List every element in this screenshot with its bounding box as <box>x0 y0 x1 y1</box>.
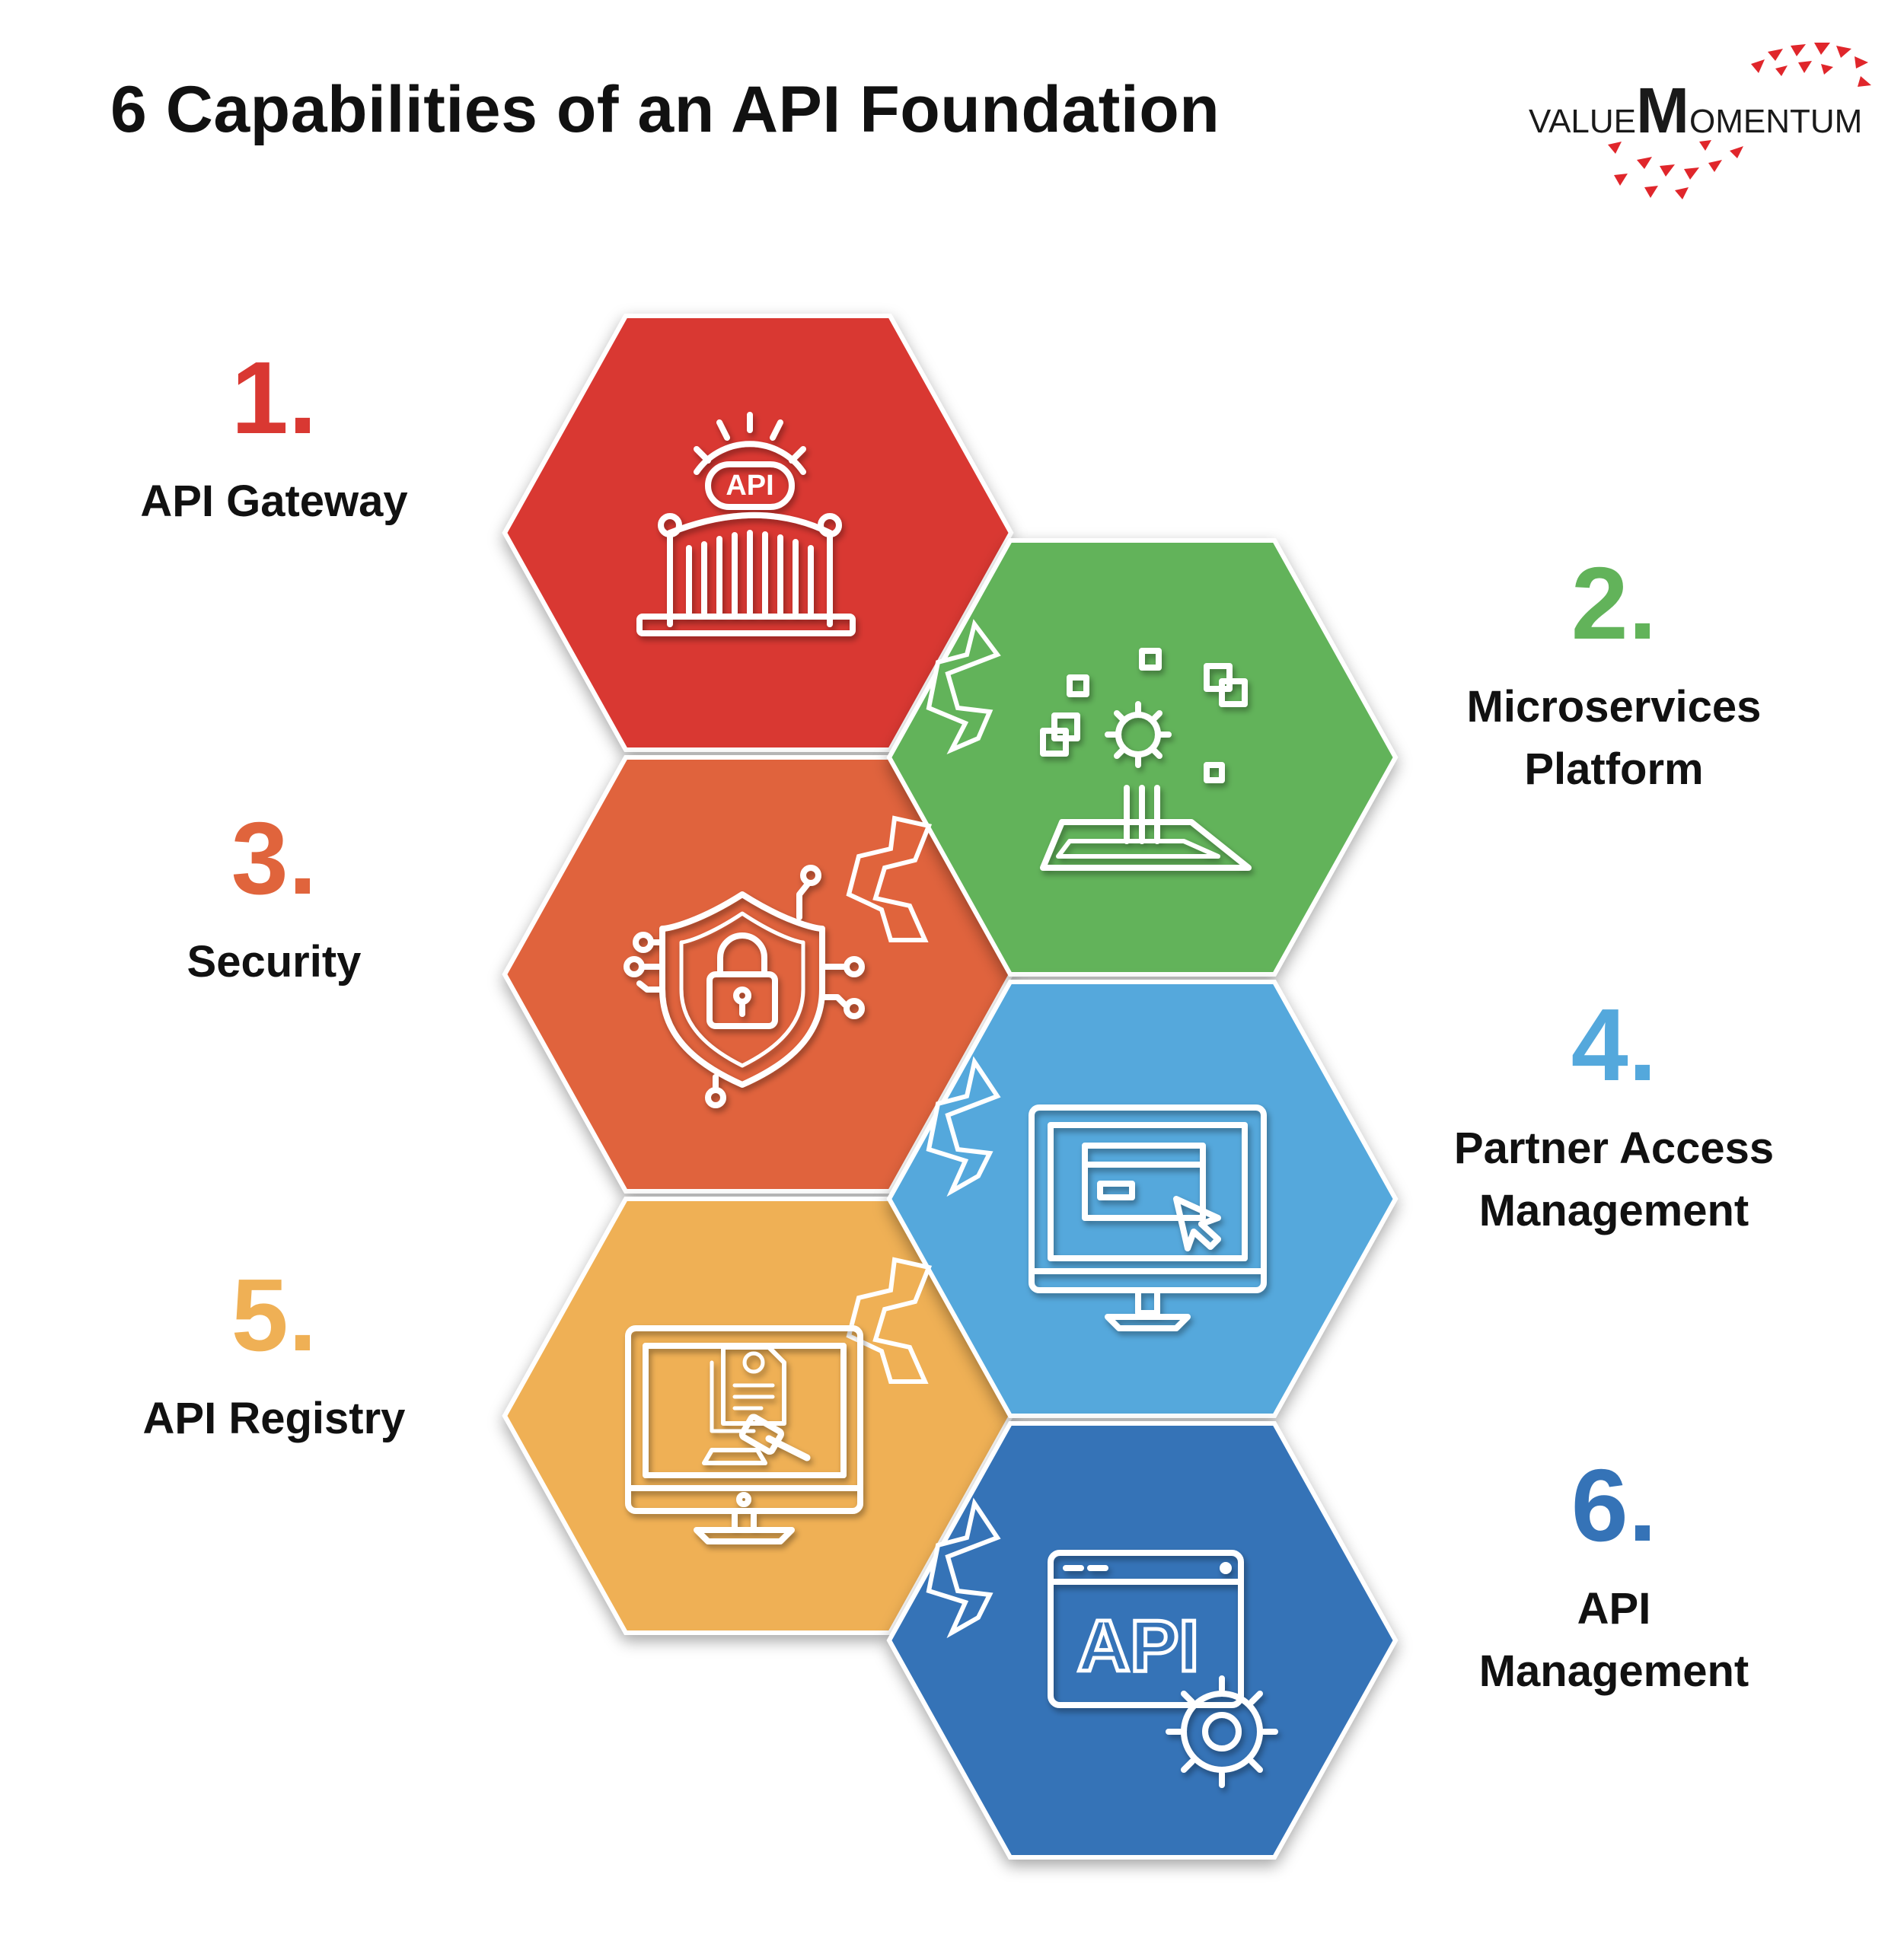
capability-3-title: Security <box>187 937 362 987</box>
capability-2-number: 2. <box>1571 546 1657 661</box>
capability-1-label: 1. API Gateway <box>84 346 464 533</box>
puzzle-tab-2 <box>926 619 1001 755</box>
security-shield-lock-icon <box>624 865 865 1108</box>
capability-5-number: 5. <box>231 1257 317 1372</box>
puzzle-tab-5 <box>846 1257 933 1384</box>
capability-3-number: 3. <box>231 801 317 916</box>
api-gateway-icon-label: API <box>726 470 773 502</box>
capability-5-label: 5. API Registry <box>84 1264 464 1450</box>
capability-5-title: API Registry <box>142 1394 406 1443</box>
capability-4-title-line-2: Management <box>1478 1186 1749 1236</box>
hex-6 <box>886 1421 1398 1860</box>
capability-2-title-line-1: Microservices <box>1466 682 1762 732</box>
api-window-gear-icon <box>1048 1550 1278 1788</box>
microservices-platform-icon <box>1040 648 1252 871</box>
capability-2-title-line-2: Platform <box>1524 744 1704 795</box>
capability-4-title-line-1: Partner Access <box>1453 1124 1775 1173</box>
logo-triangle-swirl <box>1608 43 1871 199</box>
hex-2 <box>886 538 1398 977</box>
capability-1-number: 1. <box>231 340 317 455</box>
hex-4 <box>886 980 1398 1418</box>
monitor-cursor-icon <box>1029 1104 1267 1331</box>
capability-1-title: API Gateway <box>140 477 408 526</box>
registry-document-gavel-icon <box>625 1325 863 1544</box>
page-title: 6 Capabilities of an API Foundation <box>110 73 1220 146</box>
api-window-icon-label: API <box>1077 1605 1199 1687</box>
capability-3-label: 3. Security <box>84 807 464 993</box>
api-gateway-icon <box>636 412 856 636</box>
hex-1 <box>502 314 1014 752</box>
capability-2-label: 2. Microservices Platform <box>1416 552 1812 802</box>
capability-6-title-line-1: API <box>1577 1584 1651 1634</box>
capability-6-label: 6. API Management <box>1416 1454 1812 1704</box>
puzzle-tab-3 <box>846 815 933 942</box>
valuemomentum-logo: VALUEMOMENTUM <box>1529 43 1871 199</box>
capability-6-number: 6. <box>1571 1448 1657 1563</box>
capability-4-label: 4. Partner Access Management <box>1416 993 1812 1243</box>
capability-6-title-line-2: Management <box>1478 1646 1749 1697</box>
puzzle-tab-6 <box>926 1497 1001 1639</box>
logo-text: VALUEMOMENTUM <box>1529 75 1862 146</box>
puzzle-tab-4 <box>926 1056 1001 1197</box>
capability-4-number: 4. <box>1571 987 1657 1102</box>
